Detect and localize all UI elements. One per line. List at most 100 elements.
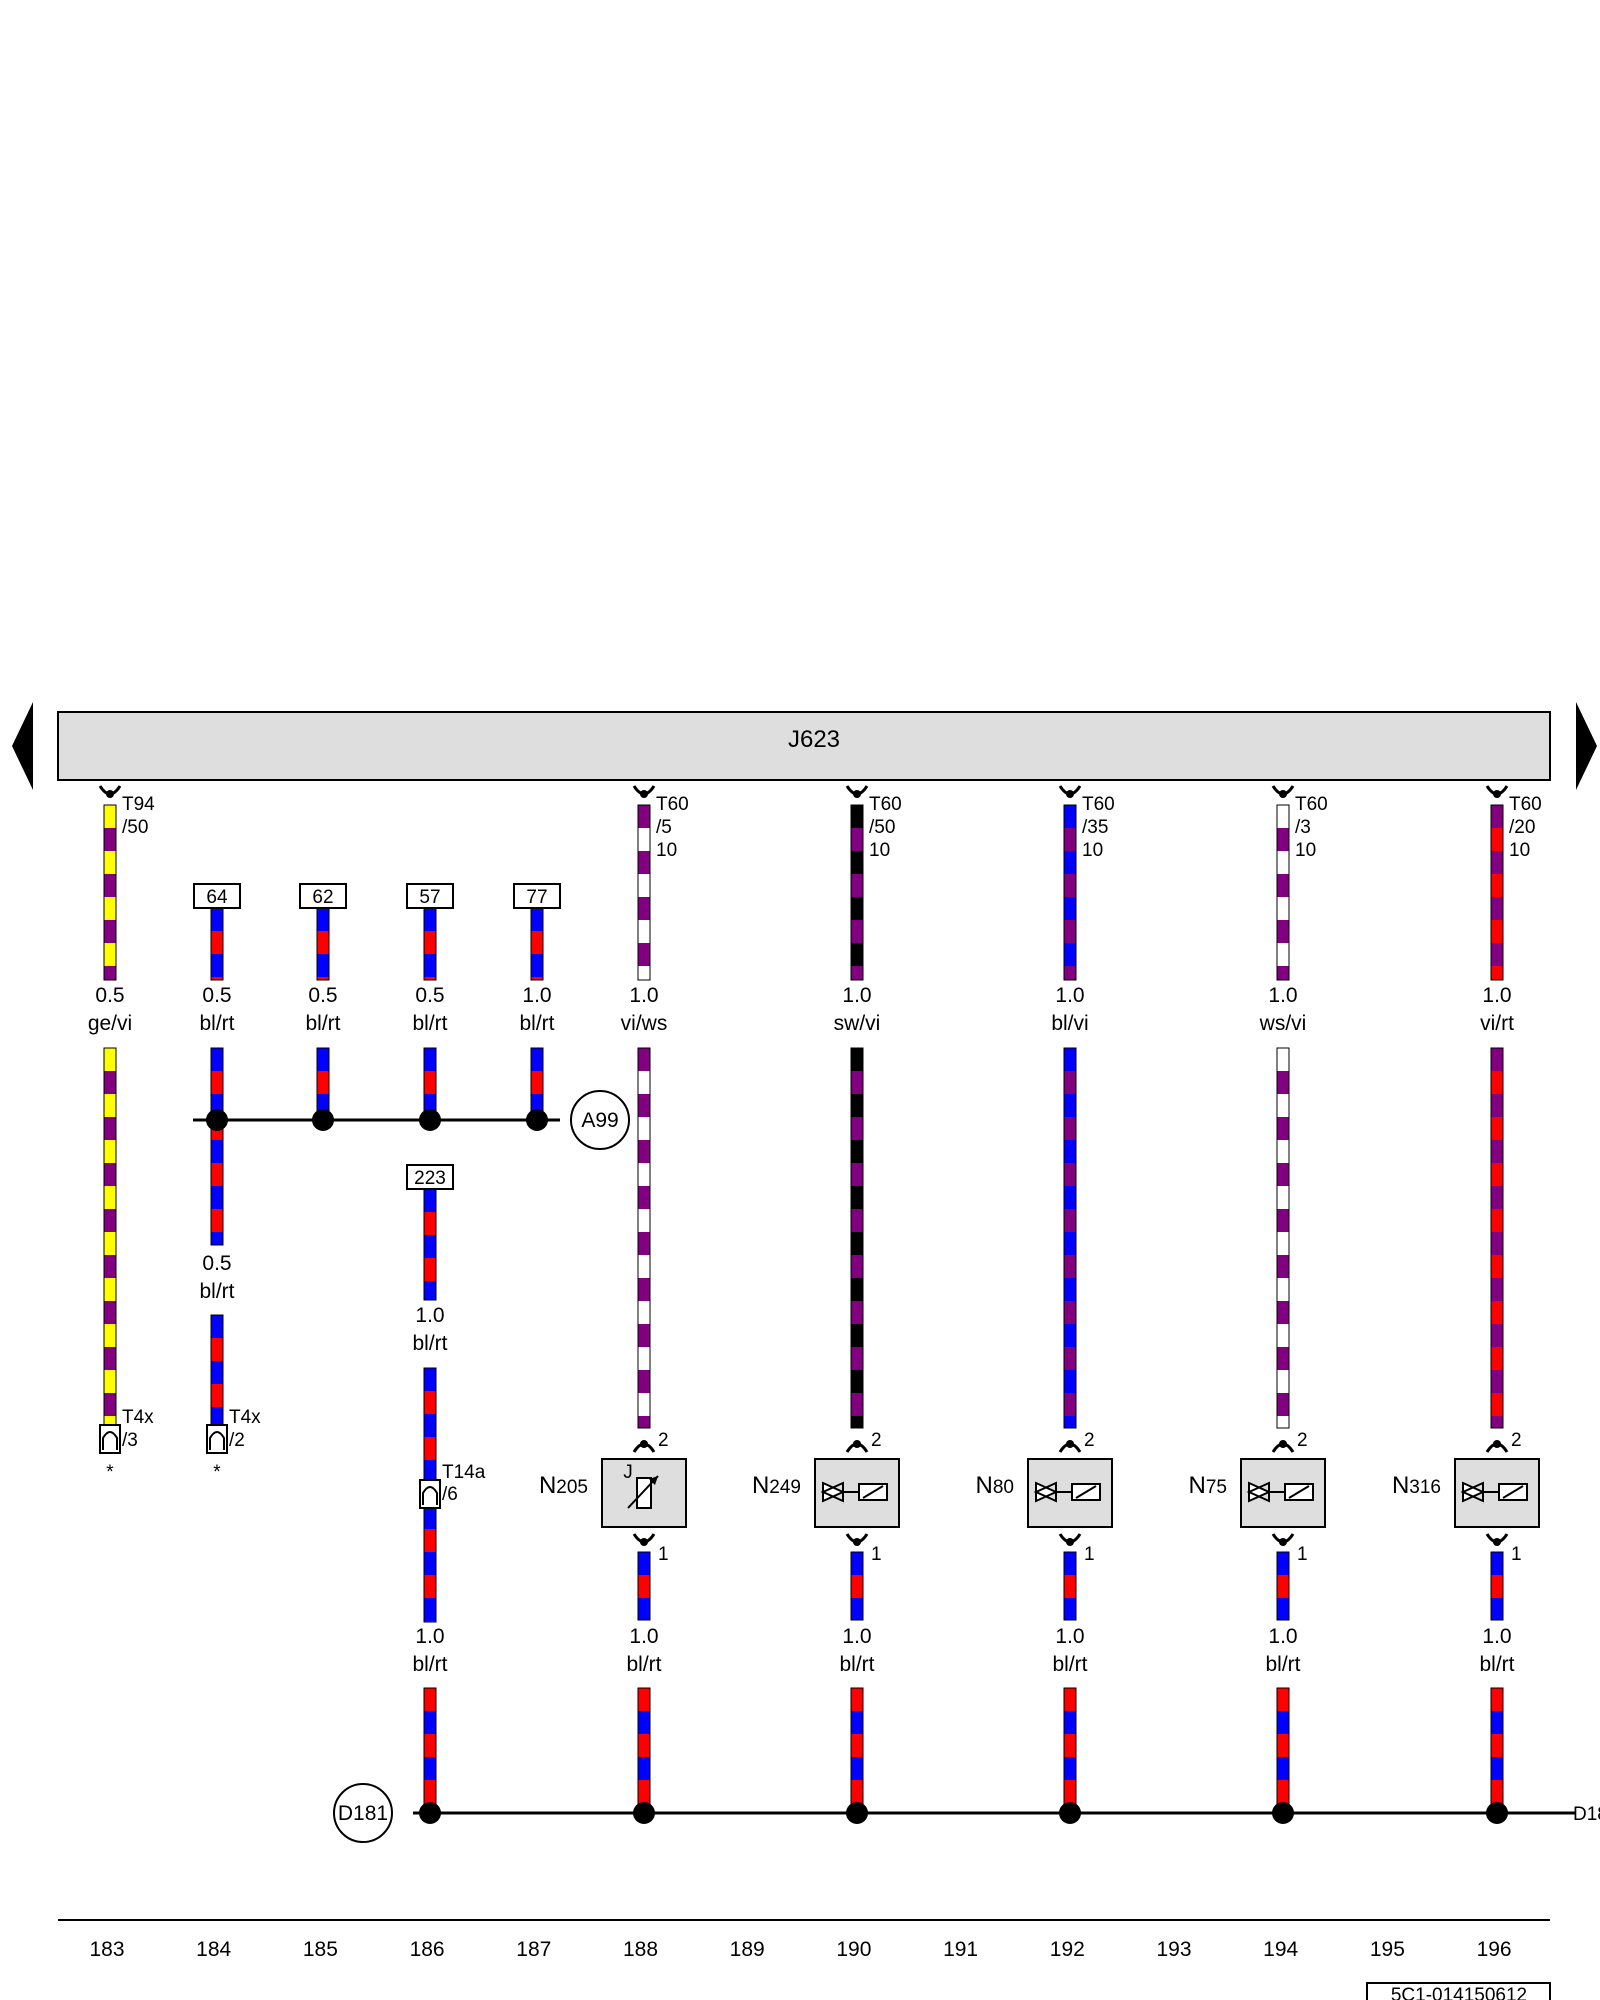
pin-w196-cup-dot	[1493, 790, 1501, 798]
wire-segment	[851, 1780, 863, 1803]
next-page-arrow-icon[interactable]	[1576, 702, 1597, 790]
wire-segment	[851, 874, 863, 897]
component-name: N75	[1189, 1472, 1227, 1499]
wire-segment	[1491, 897, 1503, 920]
component-name-sub: 80	[993, 1477, 1014, 1498]
wire-223-upper	[423, 1188, 437, 1301]
wire-w185-color: bl/rt	[305, 1012, 340, 1035]
wire-segment	[1277, 1393, 1289, 1416]
wire-segment	[638, 1094, 650, 1117]
wire-segment	[1064, 1324, 1076, 1347]
pin-w183-label: /50	[122, 817, 148, 838]
wire-segment	[851, 1688, 863, 1711]
scale-number: 191	[943, 1938, 978, 1961]
wire-segment	[1491, 1416, 1503, 1428]
wire-w194-ground-upper	[1276, 1551, 1290, 1621]
wire-segment	[1064, 1163, 1076, 1186]
bottom-wire-color: bl/rt	[412, 1653, 447, 1676]
wire-w192-lower	[1063, 1047, 1077, 1429]
ref-w187-box	[513, 883, 561, 909]
splice-node	[419, 1109, 441, 1131]
wire-segment	[1064, 1048, 1076, 1071]
wire-segment	[638, 874, 650, 897]
wire-segment	[104, 805, 116, 828]
wire-segment	[638, 1071, 650, 1094]
wire-segment	[104, 1232, 116, 1255]
wire-w188-size: 1.0	[629, 984, 658, 1007]
wire-segment	[638, 805, 650, 828]
wire-segment	[1491, 1117, 1503, 1140]
wire-segment	[1277, 828, 1289, 851]
wire-segment	[424, 1757, 436, 1780]
wire-segment	[424, 1391, 436, 1414]
wire-segment	[1491, 851, 1503, 874]
pin-w188-label: /5	[656, 817, 672, 838]
wire-segment	[1491, 874, 1503, 897]
wire-segment	[1277, 1552, 1289, 1575]
ref-w185-box	[299, 883, 347, 909]
wire-segment	[1277, 805, 1289, 828]
ground-node	[1272, 1802, 1294, 1824]
wire-segment	[424, 1189, 436, 1212]
wire-segment	[211, 1163, 223, 1186]
scale-number: 187	[516, 1938, 551, 1961]
wire-segment	[851, 1117, 863, 1140]
wire-outline	[637, 1551, 651, 1621]
wire-segment	[1064, 1071, 1076, 1094]
branch-184-color: bl/rt	[199, 1280, 234, 1303]
wire-segment	[1491, 966, 1503, 980]
pin-w190-label: /50	[869, 817, 895, 838]
wire-segment	[638, 1347, 650, 1370]
wire-w187-upper	[530, 907, 544, 981]
wire-segment	[638, 1575, 650, 1598]
wire-segment	[424, 931, 436, 954]
component-name-sub: 249	[769, 1477, 801, 1498]
connector-t4x-name: T4x	[122, 1407, 154, 1428]
wire-outline	[637, 804, 651, 981]
previous-page-arrow-icon[interactable]	[12, 702, 33, 790]
wire-w185-upper	[316, 907, 330, 981]
footer-code-box	[1366, 1982, 1551, 2000]
wire-w196-ground-lower	[1490, 1687, 1504, 1814]
branch-186-size: 1.0	[415, 1304, 444, 1327]
wire-segment	[1277, 1734, 1289, 1757]
control-unit-box	[57, 711, 1551, 781]
wire-w183-lower	[103, 1047, 117, 1426]
wire-w186-ground-lower	[423, 1687, 437, 1814]
wire-segment	[1491, 805, 1503, 828]
wire-segment	[851, 828, 863, 851]
wire-segment	[211, 954, 223, 977]
bottom-wire-size: 1.0	[415, 1625, 444, 1648]
wire-segment	[1064, 1278, 1076, 1301]
wire-outline	[1276, 1047, 1290, 1429]
wire-segment	[211, 1186, 223, 1209]
connector-t4x-pin: /2	[229, 1430, 245, 1451]
wire-segment	[1491, 1757, 1503, 1780]
valve-coil-slash	[862, 1485, 884, 1499]
wire-segment	[851, 1186, 863, 1209]
wire-segment	[1064, 1575, 1076, 1598]
wire-segment	[424, 1414, 436, 1437]
wire-w186-upper	[423, 907, 437, 981]
wire-w184-size: 0.5	[202, 984, 231, 1007]
wire-segment	[1064, 966, 1076, 980]
component-name: N316	[1392, 1472, 1441, 1499]
wire-segment	[851, 1094, 863, 1117]
wire-segment	[851, 1048, 863, 1071]
wire-segment	[1491, 1186, 1503, 1209]
component-pin-bottom-label: 1	[1084, 1544, 1095, 1565]
connector-t4x-box	[206, 1424, 228, 1454]
wire-segment	[317, 1071, 329, 1094]
wire-segment	[1064, 897, 1076, 920]
connector-t4x-pin: /3	[122, 1430, 138, 1451]
wire-segment	[424, 1212, 436, 1235]
wire-segment	[424, 1711, 436, 1734]
component-pin-bottom-dot	[1493, 1538, 1501, 1546]
wire-segment	[104, 1301, 116, 1324]
wire-segment	[211, 1232, 223, 1245]
wire-segment	[1277, 1048, 1289, 1071]
connector-t4x-symbol	[102, 1431, 118, 1450]
wire-segment	[104, 1163, 116, 1186]
scale-number: 186	[410, 1938, 445, 1961]
